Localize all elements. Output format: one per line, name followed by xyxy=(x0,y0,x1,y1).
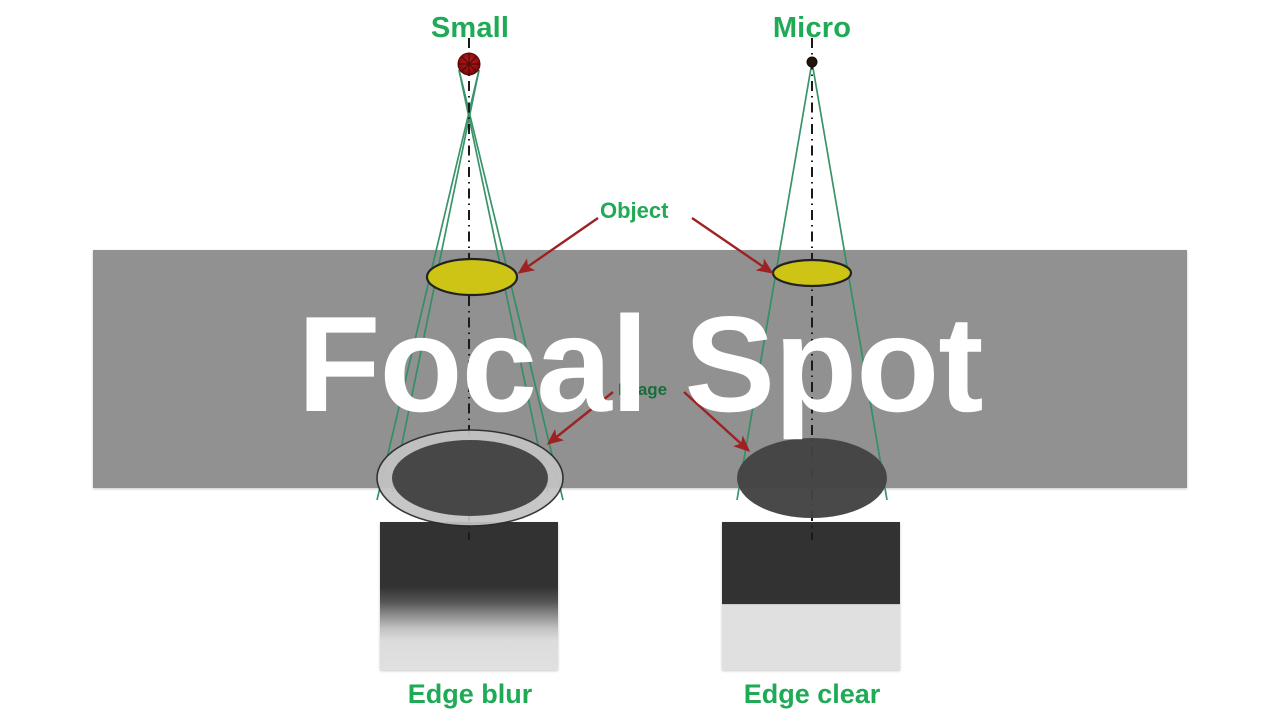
image-projection-right xyxy=(737,438,887,518)
left-column-small-focal-spot xyxy=(376,38,564,540)
edge-blur-label: Edge blur xyxy=(407,679,533,709)
source-label-small: Small xyxy=(430,12,510,44)
source-label-micro: Micro xyxy=(772,12,852,44)
image-arrow-right xyxy=(683,391,751,453)
beam-ray xyxy=(736,61,813,501)
focal-spot-micro xyxy=(806,56,818,68)
object-arrow-right xyxy=(691,217,774,274)
object-arrow-left xyxy=(517,217,599,274)
focal-spot-small-group xyxy=(457,52,481,76)
material-band xyxy=(93,250,1187,488)
edge-clear-label: Edge clear xyxy=(743,679,881,709)
image-arrow-left xyxy=(546,391,614,445)
object-ellipse-left xyxy=(425,257,519,297)
material-band-group xyxy=(93,250,1187,488)
object-annotation-label: Object xyxy=(600,198,669,223)
umbra-ellipse-right xyxy=(737,438,887,518)
film-patch-blur-group xyxy=(380,522,558,670)
focal-spot-cross-icon xyxy=(458,53,480,75)
image-projection-left xyxy=(376,429,564,527)
umbra-ellipse-left xyxy=(392,440,548,516)
object-ellipse-right xyxy=(771,258,853,288)
beam-ray xyxy=(376,69,480,501)
film-patch-clear xyxy=(722,522,900,670)
film-patch-clear-group xyxy=(722,522,900,670)
right-column-micro-focal-spot xyxy=(736,38,888,540)
annotation-arrows xyxy=(517,217,774,453)
film-patch-blur xyxy=(380,522,558,670)
beam-rays-micro xyxy=(736,61,888,501)
image-annotation-label: Image xyxy=(618,380,668,399)
beam-ray xyxy=(811,61,888,501)
